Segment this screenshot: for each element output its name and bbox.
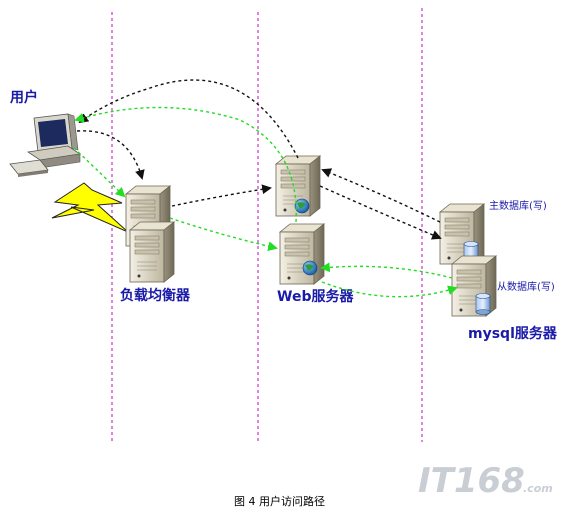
request-arrow-user-to-lb [76,130,145,180]
web-server-2 [279,223,325,285]
database-cylinder-icon [475,293,491,315]
web-server-1 [275,155,321,217]
response-arrow-lb-to-web [169,217,278,251]
watermark-domain: .com [523,482,553,495]
response-arrow-user-to-lb [73,147,126,198]
response-path [73,106,458,298]
slave-db-label: 从数据库(写) [497,280,555,293]
request-path [76,79,442,240]
request-arrow-web-to-user [78,79,299,159]
master-db-label: 主数据库(写) [489,199,547,212]
load-balancer-label: 负载均衡器 [120,287,191,304]
response-arrow-db-to-web [320,262,453,279]
slave-db-server [451,255,497,317]
watermark-logo: IT168 [418,461,525,501]
figure-caption: 图 4 用户访问路径 [234,494,325,508]
request-arrow-lb-to-web [171,184,272,207]
user-label: 用户 [10,89,38,106]
response-arrow-web-to-db [321,281,458,298]
request-arrow-db-to-web [321,168,441,223]
lightning-bolt-icon [51,182,129,233]
master-db-server [439,203,485,265]
response-arrow-web-to-user [74,106,297,223]
desktop-computer-icon [9,113,82,177]
mysql-server-label: mysql服务器 [468,325,558,342]
web-server-label: Web服务器 [277,288,354,305]
load-balancer-server-2 [129,221,175,283]
request-arrow-web-to-db [319,185,442,240]
